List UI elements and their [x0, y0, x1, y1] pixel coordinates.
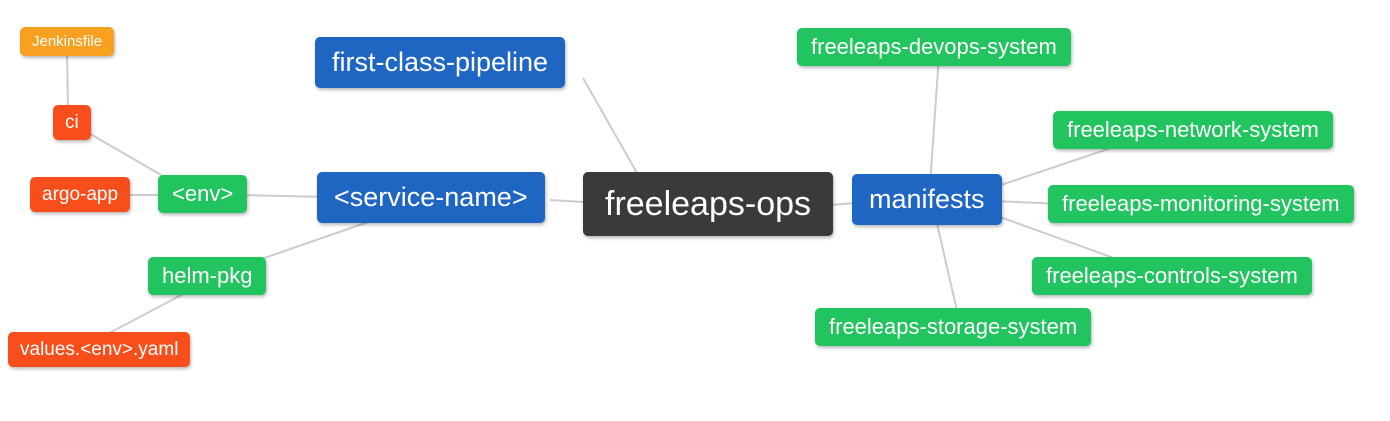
- node-freeleaps-controls-system[interactable]: freeleaps-controls-system: [1032, 257, 1312, 295]
- node-values-env-yaml[interactable]: values.<env>.yaml: [8, 332, 191, 367]
- edge-manifests--freeleaps-controls-system: [999, 216, 1126, 263]
- node-freeleaps-ops[interactable]: freeleaps-ops: [583, 172, 834, 236]
- edge-manifests--freeleaps-devops-system: [929, 54, 940, 186]
- node-jenkinsfile[interactable]: Jenkinsfile: [20, 27, 115, 56]
- edge-values-env-yaml--helm-pkg: [99, 292, 186, 339]
- node-ci[interactable]: ci: [53, 105, 91, 140]
- node-argo-app[interactable]: argo-app: [30, 177, 131, 212]
- node-helm-pkg[interactable]: helm-pkg: [148, 257, 267, 295]
- edge-helm-pkg--service-name: [249, 221, 369, 264]
- edge-manifests--freeleaps-network-system: [994, 144, 1121, 188]
- edge-env--service-name: [234, 194, 331, 198]
- edge-jenkinsfile--ci: [66, 49, 69, 113]
- node-freeleaps-devops-system[interactable]: freeleaps-devops-system: [797, 28, 1071, 66]
- node-freeleaps-network-system[interactable]: freeleaps-network-system: [1053, 111, 1333, 149]
- edge-manifests--freeleaps-storage-system: [934, 214, 959, 316]
- node-manifests[interactable]: manifests: [852, 174, 1002, 225]
- edge-first-class-pipeline--freeleaps-ops: [582, 77, 642, 181]
- node-service-name[interactable]: <service-name>: [317, 172, 545, 223]
- node-env[interactable]: <env>: [158, 175, 248, 213]
- node-freeleaps-monitoring-system[interactable]: freeleaps-monitoring-system: [1048, 185, 1354, 223]
- node-freeleaps-storage-system[interactable]: freeleaps-storage-system: [815, 308, 1092, 346]
- node-first-class-pipeline[interactable]: first-class-pipeline: [315, 37, 566, 88]
